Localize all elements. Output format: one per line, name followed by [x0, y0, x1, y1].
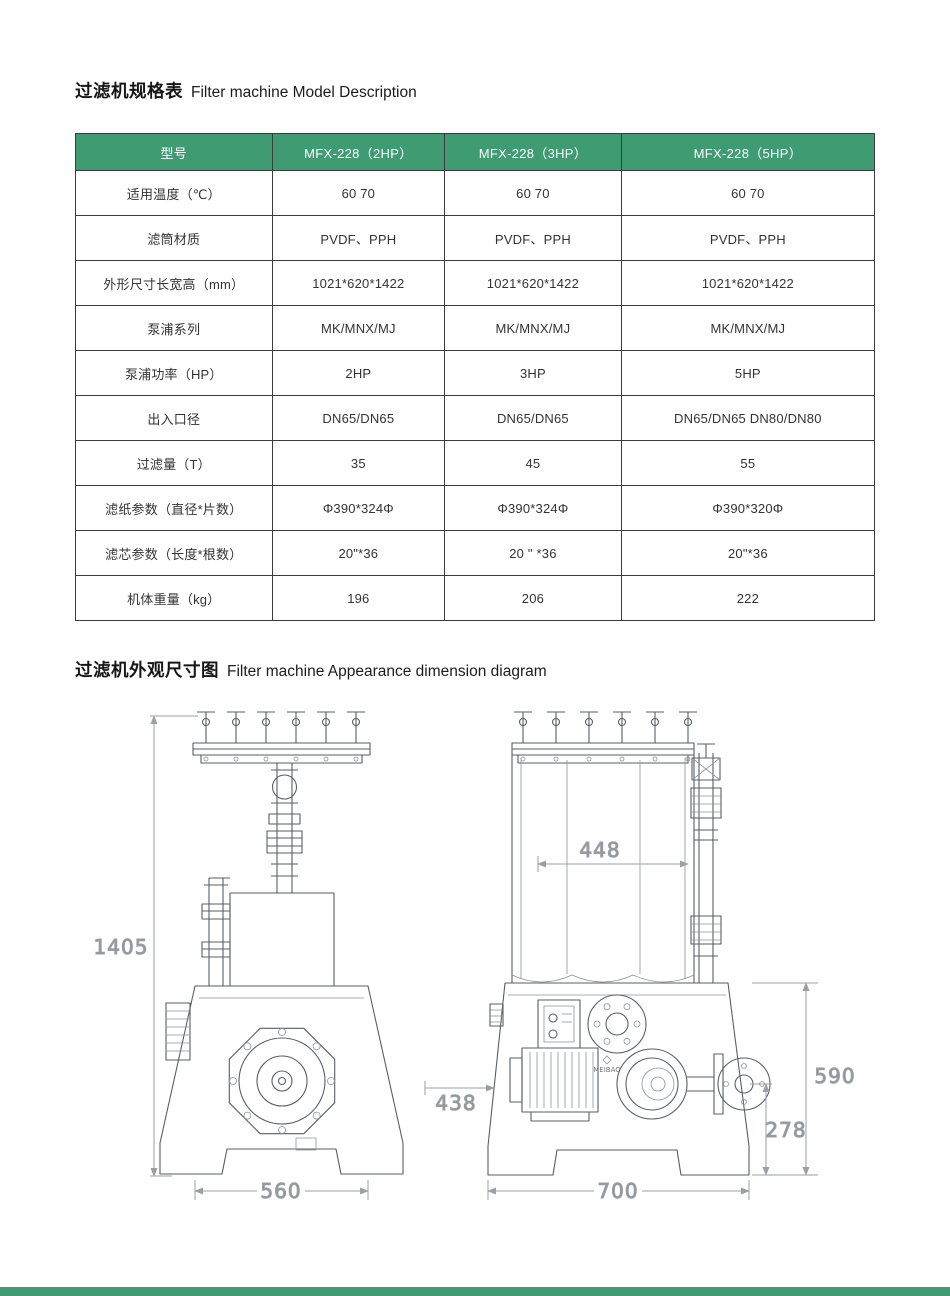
- terminal-box: [537, 999, 581, 1049]
- spec-cell: 196: [271, 575, 446, 621]
- table-row: 滤芯参数（长度*根数） 20"*36 20 " *36 20"*36: [75, 530, 876, 576]
- dim-front-width: 560: [194, 1178, 369, 1204]
- spec-cell: 1021*620*1422: [271, 260, 446, 306]
- filter-lid: [511, 742, 695, 764]
- table-row: 机体重量（kg） 196 206 222: [75, 575, 876, 621]
- spec-row-label: 滤筒材质: [75, 215, 273, 261]
- table-row: 泵浦系列 MK/MNX/MJ MK/MNX/MJ MK/MNX/MJ: [75, 305, 876, 351]
- spec-cell: 1021*620*1422: [444, 260, 622, 306]
- dim-label-700: 700: [597, 1179, 638, 1203]
- spec-cell: 55: [620, 440, 876, 486]
- stand-front: [159, 985, 404, 1175]
- footer-accent-bar: [0, 1287, 950, 1296]
- spec-cell: 5HP: [620, 350, 876, 396]
- spec-row-label: 出入口径: [75, 395, 273, 441]
- dim-base-depth: 700: [487, 1178, 750, 1204]
- dim-pump-offset: 438: [424, 1081, 495, 1116]
- spec-title-zh: 过滤机规格表: [75, 81, 183, 101]
- spec-row-label: 外形尺寸长宽高（mm）: [75, 260, 273, 306]
- spec-cell: 20 " *36: [444, 530, 622, 576]
- pump-side: [616, 1048, 771, 1120]
- stand-side: [487, 982, 750, 1176]
- col-header-2hp: MFX-228（2HP）: [271, 133, 446, 171]
- dim-label-1405: 1405: [94, 935, 149, 959]
- col-header-3hp: MFX-228（3HP）: [444, 133, 622, 171]
- spec-row-label: 泵浦功率（HP）: [75, 350, 273, 396]
- spec-cell: 2HP: [271, 350, 446, 396]
- spec-cell: 206: [444, 575, 622, 621]
- spec-row-label: 泵浦系列: [75, 305, 273, 351]
- spec-cell: DN65/DN65: [444, 395, 622, 441]
- spec-cell: 222: [620, 575, 876, 621]
- spec-cell: 20"*36: [620, 530, 876, 576]
- spec-cell: 1021*620*1422: [620, 260, 876, 306]
- tank-body-side: [511, 754, 695, 984]
- spec-cell: 35: [271, 440, 446, 486]
- filter-lid: [192, 742, 371, 764]
- center-pipe-assembly: [266, 763, 303, 893]
- dimension-diagram-area: 1405 560: [0, 688, 950, 1248]
- spec-row-label: 过滤量（T）: [75, 440, 273, 486]
- spec-cell: 20"*36: [271, 530, 446, 576]
- tank-body-front: [201, 877, 335, 987]
- dim-label-560: 560: [260, 1179, 301, 1203]
- dim-pump-center-height: 278: [750, 1083, 806, 1176]
- dim-front-height: 1405: [92, 715, 198, 1177]
- col-header-model: 型号: [75, 133, 273, 171]
- table-row: 外形尺寸长宽高（mm） 1021*620*1422 1021*620*1422 …: [75, 260, 876, 306]
- spec-cell: PVDF、PPH: [271, 215, 446, 261]
- dim-label-438: 438: [435, 1091, 476, 1115]
- spec-cell: MK/MNX/MJ: [620, 305, 876, 351]
- side-view-drawing: MEIBAO: [424, 711, 860, 1204]
- spec-cell: MK/MNX/MJ: [271, 305, 446, 351]
- spec-cell: 60 70: [620, 170, 876, 216]
- spec-cell: Φ390*324Φ: [444, 485, 622, 531]
- spec-row-label: 滤纸参数（直径*片数）: [75, 485, 273, 531]
- spec-cell: PVDF、PPH: [444, 215, 622, 261]
- side-pipe-assembly: [690, 743, 722, 983]
- spec-cell: DN65/DN65: [271, 395, 446, 441]
- table-row: 泵浦功率（HP） 2HP 3HP 5HP: [75, 350, 876, 396]
- table-row: 滤纸参数（直径*片数） Φ390*324Φ Φ390*324Φ Φ390*320…: [75, 485, 876, 531]
- dim-lid-width: 448: [537, 837, 689, 872]
- dim-label-448: 448: [579, 838, 620, 862]
- brand-label: MEIBAO: [593, 1066, 621, 1074]
- table-row: 过滤量（T） 35 45 55: [75, 440, 876, 486]
- spec-table: 型号 MFX-228（2HP） MFX-228（3HP） MFX-228（5HP…: [75, 133, 876, 621]
- lid-clamps-icon: [514, 711, 697, 743]
- dim-label-278: 278: [765, 1118, 806, 1142]
- spec-cell: 60 70: [444, 170, 622, 216]
- spec-cell: PVDF、PPH: [620, 215, 876, 261]
- spec-cell: Φ390*320Φ: [620, 485, 876, 531]
- spec-cell: Φ390*324Φ: [271, 485, 446, 531]
- spec-row-label: 滤芯参数（长度*根数）: [75, 530, 273, 576]
- motor: [509, 1047, 599, 1122]
- front-view-drawing: 1405 560: [92, 711, 404, 1204]
- table-row: 滤筒材质 PVDF、PPH PVDF、PPH PVDF、PPH: [75, 215, 876, 261]
- spec-cell: MK/MNX/MJ: [444, 305, 622, 351]
- dim-stand-height: 590: [752, 982, 860, 1176]
- pump-flange: [587, 994, 647, 1054]
- table-row: 出入口径 DN65/DN65 DN65/DN65 DN65/DN65 DN80/…: [75, 395, 876, 441]
- dimension-section-title: 过滤机外观尺寸图 Filter machine Appearance dimen…: [75, 657, 875, 682]
- dim-label-590: 590: [814, 1064, 855, 1088]
- inlet-flange-front: [165, 1002, 191, 1061]
- pump-front: [228, 1027, 336, 1135]
- lid-clamps-icon: [197, 711, 365, 743]
- table-row: 适用温度（℃） 60 70 60 70 60 70: [75, 170, 876, 216]
- spec-cell: 45: [444, 440, 622, 486]
- spec-header-row: 型号 MFX-228（2HP） MFX-228（3HP） MFX-228（5HP…: [75, 133, 876, 171]
- spec-row-label: 机体重量（kg）: [75, 575, 273, 621]
- spec-title-en: Filter machine Model Description: [191, 84, 417, 101]
- dimension-title-zh: 过滤机外观尺寸图: [75, 660, 219, 680]
- spec-section-title: 过滤机规格表 Filter machine Model Description: [75, 0, 875, 103]
- spec-cell: 60 70: [271, 170, 446, 216]
- spec-row-label: 适用温度（℃）: [75, 170, 273, 216]
- spec-cell: DN65/DN65 DN80/DN80: [620, 395, 876, 441]
- col-header-5hp: MFX-228（5HP）: [620, 133, 876, 171]
- dimension-diagram: 1405 560: [92, 711, 860, 1204]
- brand-mark: MEIBAO: [593, 1055, 621, 1074]
- dimension-title-en: Filter machine Appearance dimension diag…: [227, 663, 547, 680]
- spec-cell: 3HP: [444, 350, 622, 396]
